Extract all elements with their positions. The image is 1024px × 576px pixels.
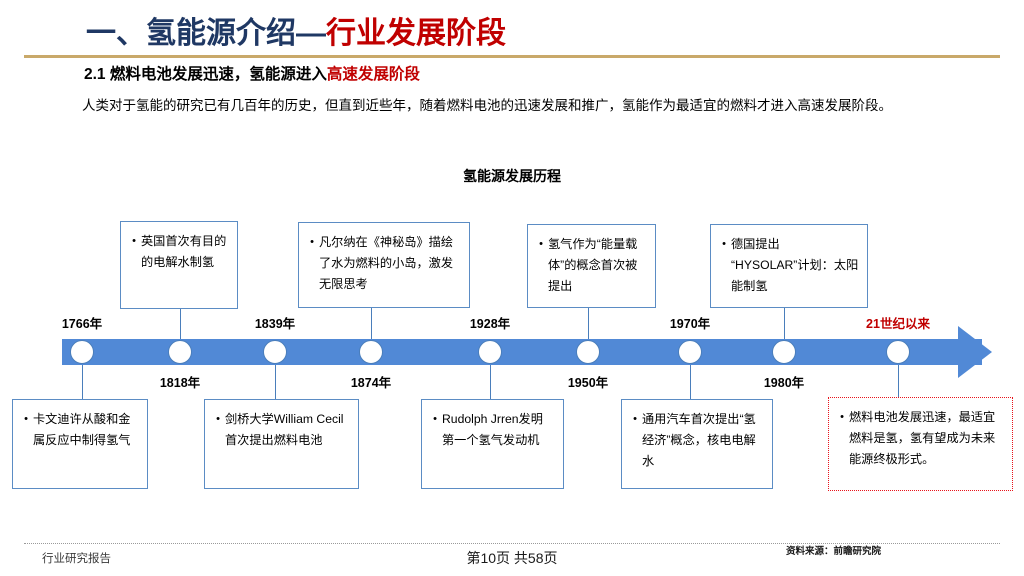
footer-page-number: 第10页 共58页 <box>466 550 558 566</box>
bullet-icon: • <box>433 413 437 425</box>
timeline-bar <box>62 339 982 365</box>
timeline-connector <box>275 365 277 399</box>
bullet-icon: • <box>132 235 136 247</box>
timeline-event-text: 德国提出 “HYSOLAR”计划：太阳能制氢 <box>731 237 859 293</box>
bullet-icon: • <box>633 413 637 425</box>
section-subtitle-primary: 2.1 燃料电池发展迅速，氢能源进入 <box>84 66 327 83</box>
chart-title: 氢能源发展历程 <box>463 168 561 184</box>
timeline-event-box: • 氢气作为“能量载体”的概念首次被提出 <box>527 224 656 308</box>
timeline-node[interactable] <box>70 340 94 364</box>
body-paragraph: 人类对于氢能的研究已有几百年的历史，但直到近些年，随着燃料电池的迅速发展和推广，… <box>82 98 892 113</box>
timeline-event-text: 英国首次有目的的电解水制氢 <box>141 234 227 269</box>
timeline-year-label: 1950年 <box>567 376 609 390</box>
timeline-node[interactable] <box>359 340 383 364</box>
bullet-icon: • <box>539 238 543 250</box>
bullet-icon: • <box>722 238 726 250</box>
timeline-year-label: 1970年 <box>669 317 711 331</box>
timeline-event-box: • 英国首次有目的的电解水制氢 <box>120 221 238 309</box>
timeline-node[interactable] <box>263 340 287 364</box>
timeline-node[interactable] <box>772 340 796 364</box>
timeline-event-text: 燃料电池发展迅速，最适宜燃料是氢，氢有望成为未来能源终极形式。 <box>849 410 996 466</box>
timeline-event-text: 凡尔纳在《神秘岛》描绘了水为燃料的小岛，激发无限思考 <box>319 235 454 291</box>
timeline-event-box: • 剑桥大学William Cecil首次提出燃料电池 <box>204 399 359 489</box>
timeline-node[interactable] <box>886 340 910 364</box>
timeline-year-label: 1818年 <box>159 376 201 390</box>
section-subtitle: 2.1 燃料电池发展迅速，氢能源进入高速发展阶段 <box>84 62 420 84</box>
timeline-connector <box>490 365 492 399</box>
timeline-event-box: • 德国提出 “HYSOLAR”计划：太阳能制氢 <box>710 224 868 308</box>
page-title: 一、氢能源介绍—行业发展阶段 <box>86 8 506 52</box>
footer-divider <box>24 543 1000 544</box>
timeline-node[interactable] <box>168 340 192 364</box>
timeline-node[interactable] <box>478 340 502 364</box>
footer-source: 资料来源：前瞻研究院 <box>786 546 882 557</box>
page-title-accent: 行业发展阶段 <box>326 17 506 50</box>
timeline-connector <box>82 365 84 399</box>
timeline-event-text: 氢气作为“能量载体”的概念首次被提出 <box>548 237 638 293</box>
timeline-connector <box>690 365 692 399</box>
timeline-node[interactable] <box>678 340 702 364</box>
timeline-connector <box>784 308 786 339</box>
timeline-year-label: 1928年 <box>469 317 511 331</box>
timeline-event-text: 剑桥大学William Cecil首次提出燃料电池 <box>225 412 344 447</box>
timeline-connector <box>371 308 373 339</box>
timeline-year-label: 21世纪以来 <box>866 317 930 331</box>
title-divider <box>24 55 1000 58</box>
timeline-event-box: • 通用汽车首次提出“氢经济”概念，核电电解水 <box>621 399 773 489</box>
section-subtitle-accent: 高速发展阶段 <box>326 66 420 83</box>
timeline-year-label: 1980年 <box>763 376 805 390</box>
timeline-event-box: • 凡尔纳在《神秘岛》描绘了水为燃料的小岛，激发无限思考 <box>298 222 470 308</box>
timeline-connector <box>898 365 900 397</box>
timeline-event-box: • Rudolph Jrren发明第一个氢气发动机 <box>421 399 564 489</box>
footer-report-label: 行业研究报告 <box>42 553 111 565</box>
timeline-event-text: 卡文迪许从酸和金属反应中制得氢气 <box>33 412 131 447</box>
page-title-primary: 一、氢能源介绍— <box>86 17 326 50</box>
timeline-connector <box>180 309 182 339</box>
bullet-icon: • <box>24 413 28 425</box>
timeline-event-box: • 卡文迪许从酸和金属反应中制得氢气 <box>12 399 148 489</box>
timeline-year-label: 1874年 <box>350 376 392 390</box>
bullet-icon: • <box>310 236 314 248</box>
timeline-year-label: 1839年 <box>254 317 296 331</box>
timeline-event-text: 通用汽车首次提出“氢经济”概念，核电电解水 <box>642 412 756 468</box>
timeline-arrow-icon <box>958 326 992 378</box>
timeline-event-box: • 燃料电池发展迅速，最适宜燃料是氢，氢有望成为未来能源终极形式。 <box>828 397 1013 491</box>
timeline-connector <box>588 308 590 339</box>
bullet-icon: • <box>216 413 220 425</box>
timeline-year-label: 1766年 <box>61 317 103 331</box>
timeline-event-text: Rudolph Jrren发明第一个氢气发动机 <box>442 412 543 447</box>
bullet-icon: • <box>840 411 844 423</box>
timeline-node[interactable] <box>576 340 600 364</box>
